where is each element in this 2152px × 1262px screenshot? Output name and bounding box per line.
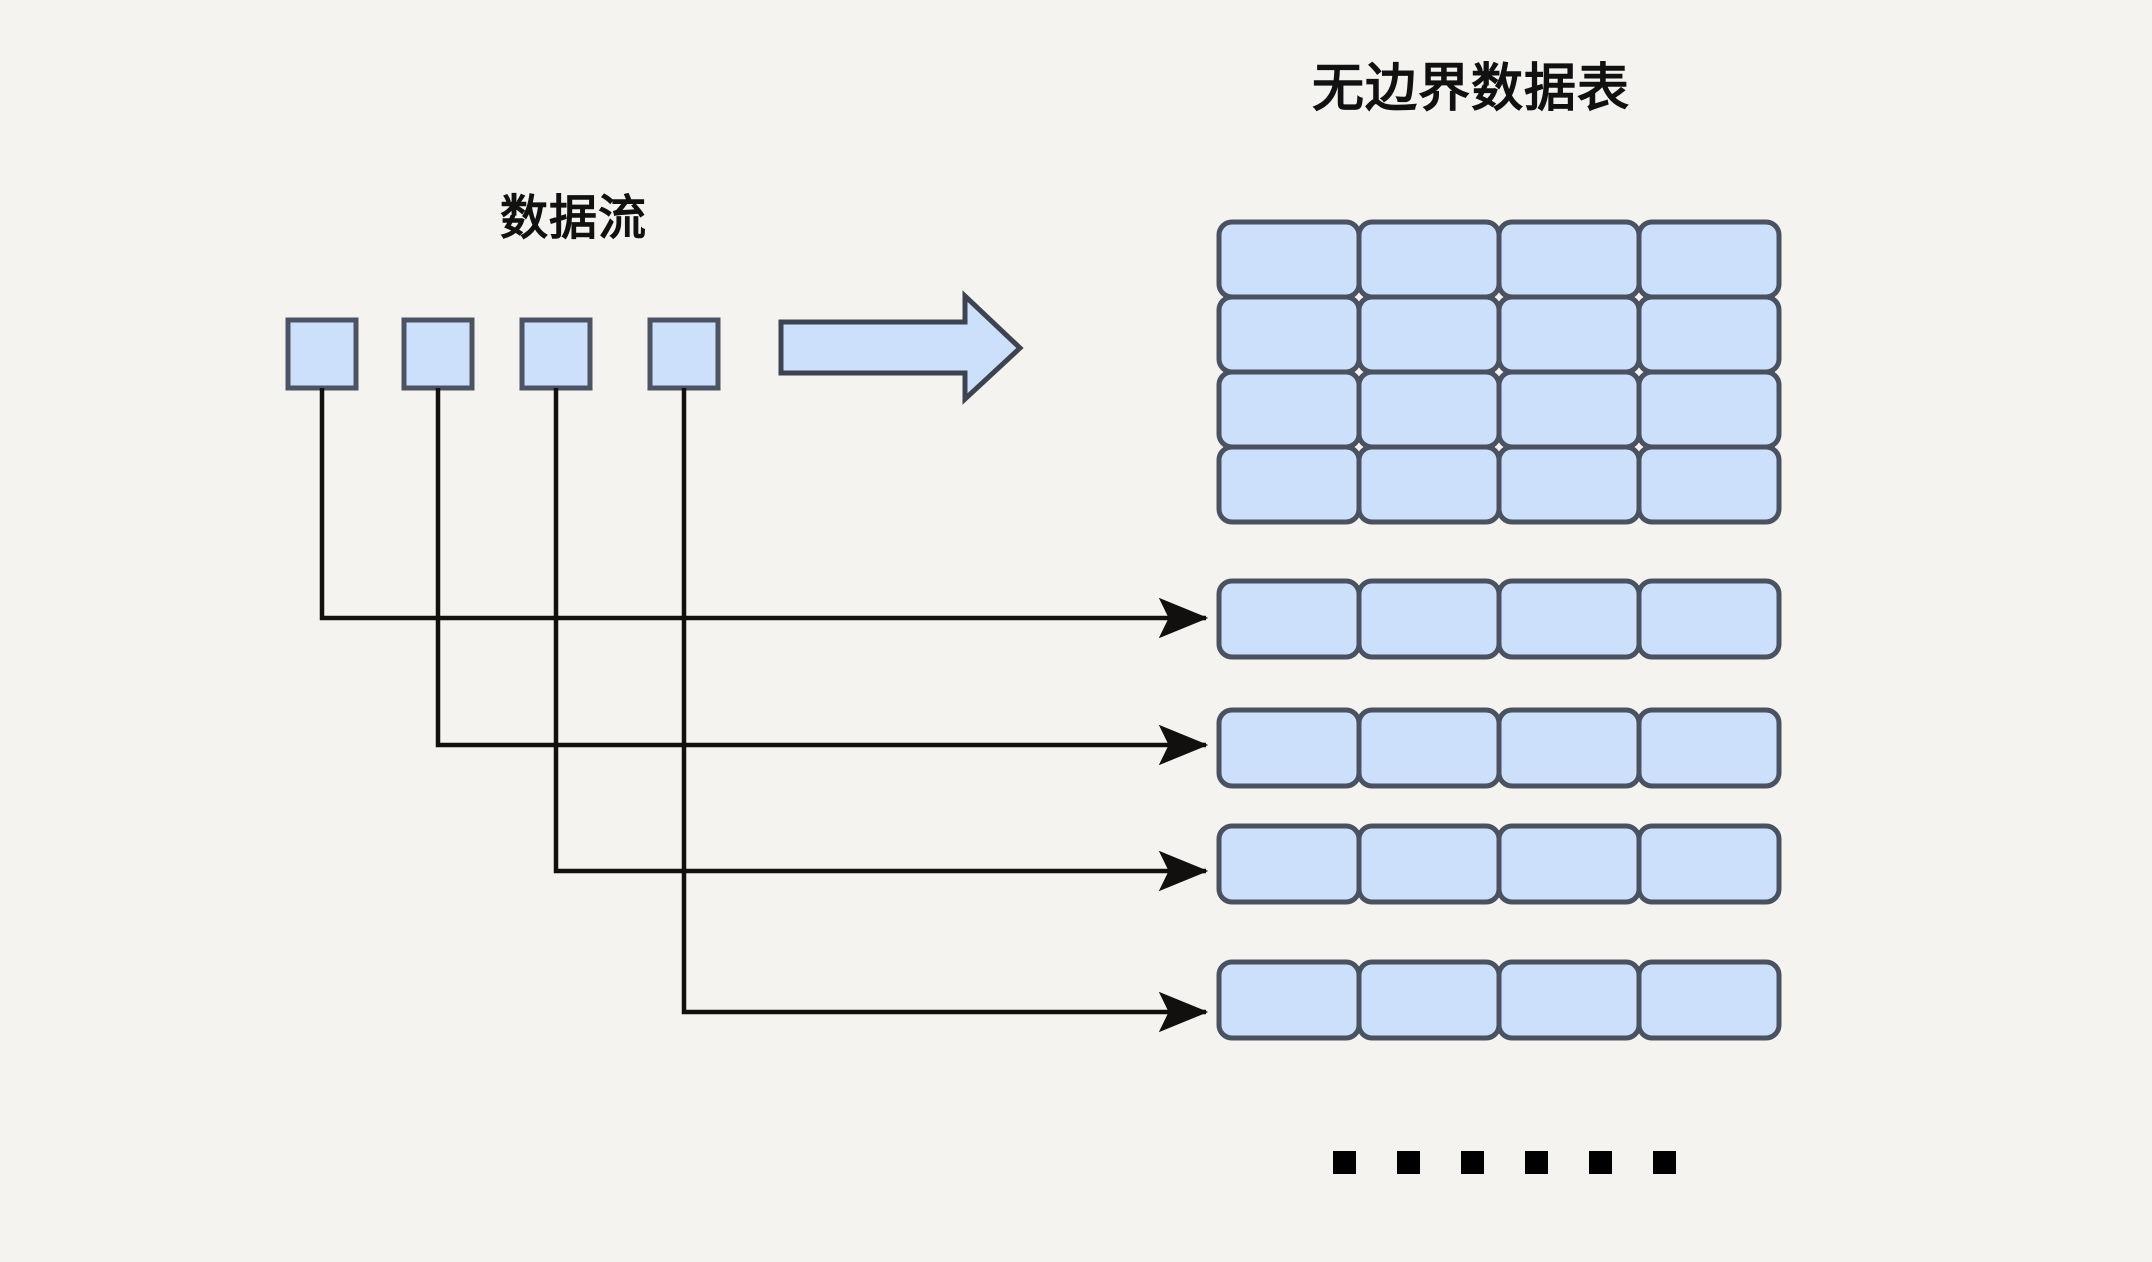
stream-row-4-cell-2	[1356, 959, 1502, 1041]
grid-cell-r2-c4	[1636, 294, 1782, 375]
grid-cell-r1-c1	[1216, 219, 1362, 300]
ellipsis-dot-2	[1397, 1151, 1420, 1174]
connector-3	[553, 388, 1209, 892]
data-stream-label: 数据流	[500, 192, 648, 245]
stream-row-1-cell-3	[1496, 578, 1642, 660]
unbounded-table-stream-rows	[1216, 578, 1782, 1041]
stream-row-3-cell-2	[1356, 823, 1502, 905]
stream-row-3-cell-1	[1216, 823, 1362, 905]
stream-square-3	[519, 317, 593, 391]
ellipsis-dot-6	[1653, 1151, 1676, 1174]
stream-row-3-cell-3	[1496, 823, 1642, 905]
stream-row-4-cell-3	[1496, 959, 1642, 1041]
flow-arrow-icon	[778, 290, 1024, 405]
connector-2	[435, 388, 1209, 766]
page-title: 无边界数据表	[1312, 60, 1631, 118]
stream-row-4-cell-4	[1636, 959, 1782, 1041]
grid-cell-r4-c3	[1496, 444, 1642, 525]
stream-row-2-cell-4	[1636, 707, 1782, 789]
grid-cell-r3-c1	[1216, 369, 1362, 450]
stream-square-4	[647, 317, 721, 391]
stream-row-3-cell-4	[1636, 823, 1782, 905]
grid-cell-r2-c3	[1496, 294, 1642, 375]
grid-cell-r3-c3	[1496, 369, 1642, 450]
continuation-ellipsis	[1333, 1151, 1676, 1174]
stream-row-4-cell-1	[1216, 959, 1362, 1041]
stream-connectors	[319, 388, 1209, 1033]
grid-cell-r4-c2	[1356, 444, 1502, 525]
stream-row-1-cell-2	[1356, 578, 1502, 660]
data-stream-squares	[285, 317, 721, 391]
stream-row-1-cell-4	[1636, 578, 1782, 660]
grid-cell-r3-c4	[1636, 369, 1782, 450]
stream-row-2-cell-1	[1216, 707, 1362, 789]
grid-cell-r4-c1	[1216, 444, 1362, 525]
stream-row-1-cell-1	[1216, 578, 1362, 660]
stream-square-2	[401, 317, 475, 391]
connector-1	[319, 388, 1209, 639]
grid-cell-r1-c2	[1356, 219, 1502, 300]
stream-row-2-cell-3	[1496, 707, 1642, 789]
grid-cell-r2-c2	[1356, 294, 1502, 375]
ellipsis-dot-1	[1333, 1151, 1356, 1174]
stream-square-1	[285, 317, 359, 391]
grid-cell-r1-c3	[1496, 219, 1642, 300]
grid-cell-r2-c1	[1216, 294, 1362, 375]
grid-cell-r4-c4	[1636, 444, 1782, 525]
stream-row-2-cell-2	[1356, 707, 1502, 789]
ellipsis-dot-5	[1589, 1151, 1612, 1174]
grid-cell-r1-c4	[1636, 219, 1782, 300]
grid-cell-r3-c2	[1356, 369, 1502, 450]
ellipsis-dot-4	[1525, 1151, 1548, 1174]
ellipsis-dot-3	[1461, 1151, 1484, 1174]
unbounded-table-grid	[1216, 219, 1782, 525]
connector-4	[681, 388, 1209, 1033]
